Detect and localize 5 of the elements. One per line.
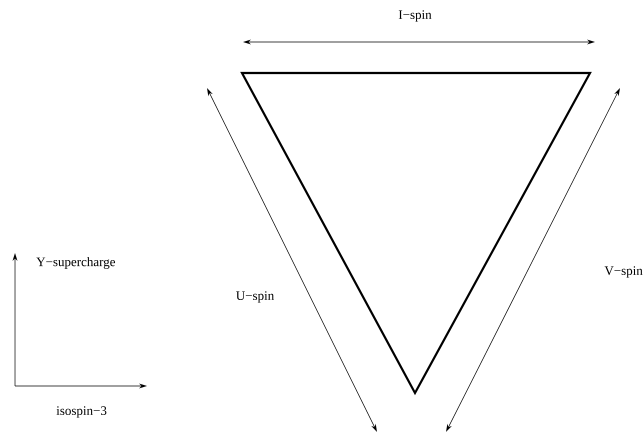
axis-label: Y−supercharge (36, 257, 116, 269)
spin-label: V−spin (604, 266, 643, 278)
axis-label: isospin−3 (56, 406, 106, 418)
spin-label: U−spin (236, 291, 274, 303)
spin-label: I−spin (398, 10, 432, 22)
